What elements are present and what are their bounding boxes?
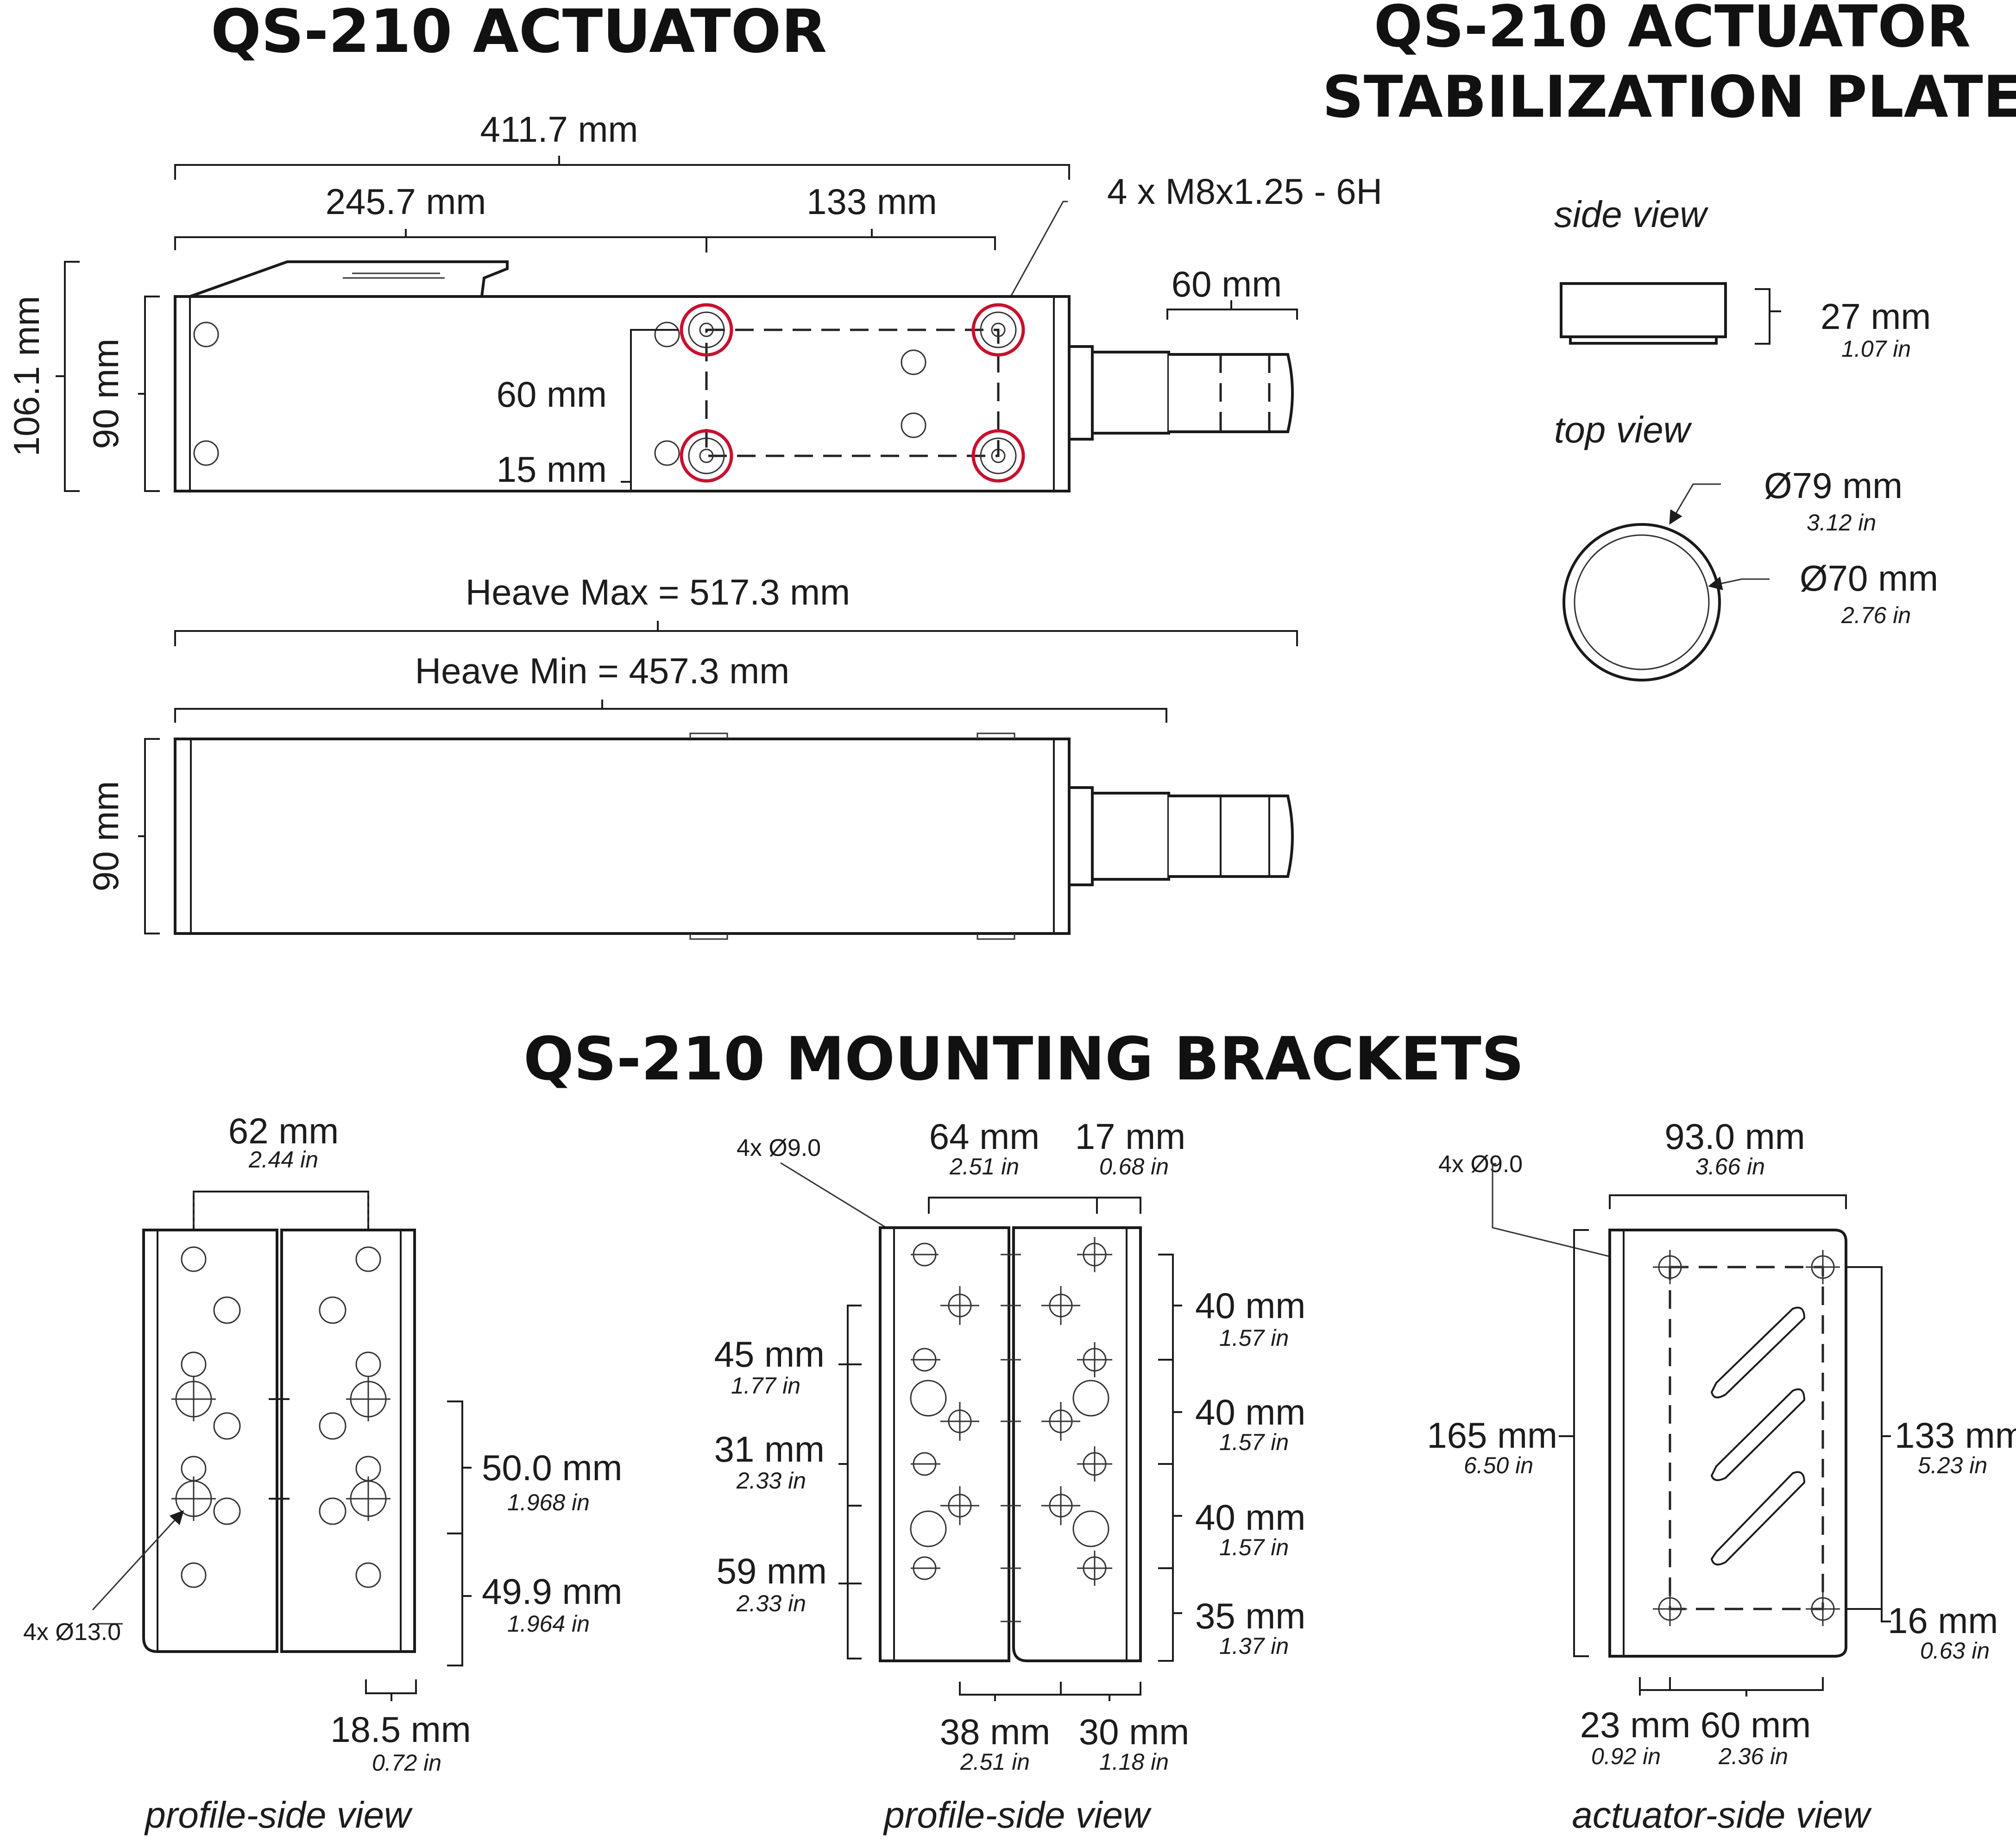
left-span-label: 245.7 mm <box>326 181 486 222</box>
hole-offset-label: 15 mm <box>497 449 607 490</box>
bracket2-right-a-label: 40 mm <box>1195 1285 1305 1326</box>
top-view-label: top view <box>1554 409 1693 450</box>
bracket3-height-label: 165 mm <box>1427 1415 1557 1456</box>
bracket1-dim-b-label: 49.9 mm <box>482 1571 622 1612</box>
bracket3-bottom-b-label: 60 mm <box>1701 1704 1811 1745</box>
bracket2-left-b-label: 31 mm <box>714 1429 825 1470</box>
rod-length-label: 60 mm <box>1172 264 1282 304</box>
brackets-title: QS-210 MOUNTING BRACKETS <box>523 1025 1524 1094</box>
thread-callout-label: 4 x M8x1.25 - 6H <box>1107 171 1382 212</box>
hole-span-label: 133 mm <box>806 181 937 222</box>
bracket2-right-a-inch: 1.57 in <box>1219 1325 1289 1351</box>
bracket1-width-label: 62 mm <box>228 1110 339 1151</box>
bracket3-offset-inch: 0.63 in <box>1920 1638 1990 1664</box>
bracket2-right-d-label: 35 mm <box>1195 1596 1305 1636</box>
plate-thickness-label: 27 mm <box>1821 296 1931 337</box>
bracket3-hole-span-inch: 5.23 in <box>1918 1452 1987 1478</box>
bracket3-width-label: 93.0 mm <box>1664 1116 1805 1157</box>
plate-title-line2: STABILIZATION PLATE <box>1323 64 2016 131</box>
outer-diameter-inch: 3.12 in <box>1807 510 1876 536</box>
plate-title-line1: QS-210 ACTUATOR <box>1374 0 1971 60</box>
heave-min-label: Heave Min = 457.3 mm <box>415 650 790 691</box>
inner-diameter-label: Ø70 mm <box>1800 558 1938 599</box>
hole-vertical-label: 60 mm <box>497 374 607 415</box>
bracket2-right-b-inch: 1.57 in <box>1219 1429 1289 1455</box>
bracket2-right-c-inch: 1.57 in <box>1219 1534 1289 1560</box>
heave-max-label: Heave Max = 517.3 mm <box>466 572 850 612</box>
bracket1-dim-b-inch: 1.964 in <box>507 1611 590 1637</box>
bracket2-right-b-label: 40 mm <box>1195 1392 1305 1432</box>
stabilization-plate-drawing: side view 27 mm 1.07 in top view Ø79 mm … <box>1554 194 1938 681</box>
body-height-label: 90 mm <box>85 339 126 449</box>
bracket2-bottom-a-label: 38 mm <box>940 1711 1050 1752</box>
bracket2-bottom-b-label: 30 mm <box>1079 1711 1189 1752</box>
outer-diameter-label: Ø79 mm <box>1764 465 1903 506</box>
bracket2-right-d-inch: 1.37 in <box>1219 1633 1289 1659</box>
inner-diameter-inch: 2.76 in <box>1841 602 1911 628</box>
bracket2-top-a-inch: 2.51 in <box>949 1154 1019 1180</box>
bracket2-bottom-b-inch: 1.18 in <box>1099 1749 1169 1775</box>
bracket1-bottom-label: 18.5 mm <box>330 1709 471 1750</box>
bracket2-top-b-inch: 0.68 in <box>1099 1154 1169 1180</box>
bracket3-hole-span-label: 133 mm <box>1895 1415 2016 1456</box>
bracket3-height-inch: 6.50 in <box>1464 1452 1533 1478</box>
total-height-label: 106.1 mm <box>6 296 47 457</box>
lower-height-label: 90 mm <box>85 781 126 891</box>
bracket1-holes-label: 4x Ø13.0 <box>23 1619 121 1646</box>
bracket3-bottom-b-inch: 2.36 in <box>1718 1743 1788 1769</box>
bracket2-bottom-a-inch: 2.51 in <box>960 1749 1030 1775</box>
plate-thickness-inch: 1.07 in <box>1841 336 1911 362</box>
bracket2-left-a-inch: 1.77 in <box>731 1373 800 1399</box>
bracket3-bottom-a-label: 23 mm <box>1580 1704 1690 1745</box>
overall-length-label: 411.7 mm <box>480 109 638 150</box>
bracket2-right-c-label: 40 mm <box>1195 1497 1305 1538</box>
bracket1-dim-a-label: 50.0 mm <box>482 1447 622 1488</box>
bracket2-holes-label: 4x Ø9.0 <box>737 1135 821 1161</box>
actuator-lower-drawing: Heave Max = 517.3 mm Heave Min = 457.3 m… <box>85 572 1298 940</box>
bracket1-width-inch: 2.44 in <box>248 1147 318 1173</box>
bracket2-view-label: profile-side view <box>883 1794 1152 1836</box>
side-view-label: side view <box>1554 194 1709 235</box>
actuator-upper-drawing: 411.7 mm 245.7 mm 133 mm 4 x M8x1.25 - 6… <box>6 109 1382 492</box>
bracket2-top-b-label: 17 mm <box>1075 1116 1185 1157</box>
bracket2-left-a-label: 45 mm <box>714 1334 825 1375</box>
bracket1-bottom-inch: 0.72 in <box>372 1750 441 1776</box>
bracket1-dim-a-inch: 1.968 in <box>507 1489 590 1515</box>
bracket3-bottom-a-inch: 0.92 in <box>1591 1743 1661 1769</box>
actuator-title: QS-210 ACTUATOR <box>211 0 827 66</box>
bracket3-offset-label: 16 mm <box>1888 1600 1998 1641</box>
bracket1-view-label: profile-side view <box>144 1794 413 1836</box>
bracket2-drawing: 4x Ø9.0 64 mm 2.51 in 17 mm 0.68 in <box>714 1116 1306 1836</box>
bracket3-holes-label: 4x Ø9.0 <box>1438 1151 1523 1178</box>
bracket2-left-b-inch: 2.33 in <box>736 1468 806 1494</box>
bracket3-width-inch: 3.66 in <box>1695 1154 1765 1180</box>
bracket3-drawing: 4x Ø9.0 93.0 mm 3.66 in 165 mm 6.50 in 1… <box>1427 1116 2016 1836</box>
bracket1-drawing: 62 mm 2.44 in 50.0 mm 1.968 in 49.9 mm 1… <box>23 1110 622 1836</box>
bracket2-left-c-inch: 2.33 in <box>736 1590 806 1616</box>
bracket2-left-c-label: 59 mm <box>717 1551 827 1591</box>
mounting-hole-markers <box>680 303 1025 483</box>
bracket2-top-a-label: 64 mm <box>929 1116 1040 1157</box>
bracket3-view-label: actuator-side view <box>1572 1794 1872 1836</box>
